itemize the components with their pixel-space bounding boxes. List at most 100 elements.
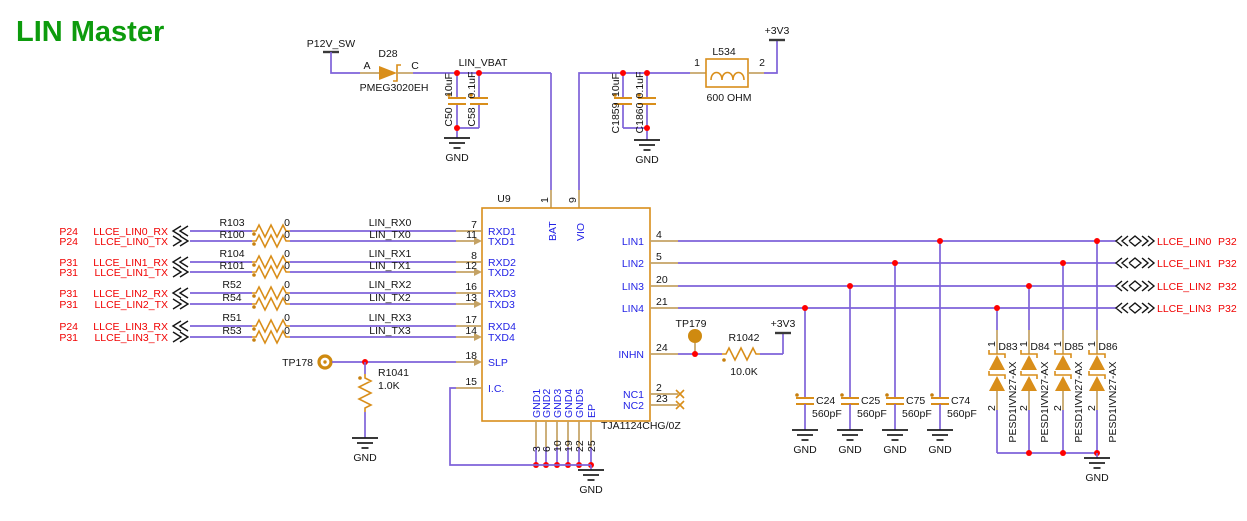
refdes: C24 bbox=[816, 395, 835, 407]
pin-name: BAT bbox=[547, 221, 559, 241]
no-connect-icon bbox=[675, 389, 685, 399]
gnd-label: GND bbox=[353, 452, 377, 464]
lin-row-tx0: P24 LLCE_LIN0_TX R100 0 LIN_TX0 11 bbox=[59, 229, 482, 248]
gnd-label: GND bbox=[883, 444, 907, 456]
lin-row-rx3: P24 LLCE_LIN3_RX R51 0 LIN_RX3 17 bbox=[59, 312, 482, 333]
pin-number: 20 bbox=[656, 274, 668, 286]
net-label: LIN_RX1 bbox=[369, 248, 412, 260]
gnd-symbol bbox=[926, 429, 954, 441]
net-label: LIN_RX2 bbox=[369, 279, 412, 291]
resistor-value: 0 bbox=[284, 260, 290, 272]
net-label: LLCE_LIN2 bbox=[1157, 281, 1211, 293]
pin-name: TXD2 bbox=[488, 267, 515, 279]
cathode-label: C bbox=[411, 60, 419, 72]
page-ref: P24 bbox=[59, 226, 78, 238]
page-title: LIN Master bbox=[16, 16, 164, 48]
slp-network: TP178 18 R1041 1.0K GND bbox=[282, 350, 482, 464]
pin-number: 2 bbox=[656, 382, 662, 394]
pin-name: TXD1 bbox=[488, 236, 515, 248]
net-label: LLCE_LIN3_TX bbox=[94, 332, 168, 344]
pin-number: 3 bbox=[531, 446, 543, 452]
offpage-port-icon bbox=[172, 266, 189, 278]
net-label: LIN_RX0 bbox=[369, 217, 412, 229]
bidir-port-icon bbox=[1115, 257, 1155, 269]
resistor-value: 0 bbox=[284, 325, 290, 337]
bidir-port-icon bbox=[1115, 302, 1155, 314]
net-label: LLCE_LIN3 bbox=[1157, 303, 1211, 315]
pin-number: 1 bbox=[1052, 341, 1064, 347]
gnd-symbol bbox=[881, 429, 909, 441]
gnd-label: GND bbox=[445, 152, 469, 164]
pin-name: TXD4 bbox=[488, 332, 515, 344]
capacitor-icon bbox=[930, 397, 950, 405]
pin-name: NC1 bbox=[623, 389, 644, 401]
pin-number: 1 bbox=[694, 57, 700, 69]
part-number: PESD1IVN27-AX bbox=[1007, 361, 1019, 442]
refdes: C50 bbox=[443, 107, 455, 126]
pin-number: 11 bbox=[466, 229, 477, 241]
tvs-diode-icon bbox=[1088, 349, 1106, 392]
lin-row-rx2: P31 LLCE_LIN2_RX R52 0 LIN_RX2 16 bbox=[59, 279, 482, 300]
gnd-label: GND bbox=[635, 154, 659, 166]
lin-row-rx1: P31 LLCE_LIN1_RX R104 0 LIN_RX1 8 bbox=[59, 248, 482, 269]
pin-number: 9 bbox=[567, 197, 579, 203]
net-label: LLCE_LIN1_RX bbox=[93, 257, 168, 269]
page-ref: P32 bbox=[1218, 258, 1237, 270]
lin-filter-caps: GND C24 560pF GND C25 560pF GND C75 560p… bbox=[791, 238, 977, 456]
net-label: LIN_VBAT bbox=[459, 57, 508, 69]
resistor-value: 0 bbox=[284, 217, 290, 229]
pin-name: LIN1 bbox=[622, 236, 644, 248]
cap-value: 560pF bbox=[902, 408, 932, 420]
part-number: PMEG3020EH bbox=[360, 82, 429, 94]
pin-number: 23 bbox=[656, 393, 668, 405]
pin-number: 8 bbox=[471, 250, 477, 262]
refdes: R1042 bbox=[729, 332, 760, 344]
refdes: TP179 bbox=[676, 318, 707, 330]
gnd-symbol bbox=[1083, 457, 1111, 469]
part-number: PESD1IVN27-AX bbox=[1107, 361, 1119, 442]
page-ref: P32 bbox=[1218, 303, 1237, 315]
part-number: TJA1124CHG/0Z bbox=[601, 420, 681, 432]
pin-name: SLP bbox=[488, 357, 508, 369]
right-ports: LLCE_LIN0 P32 LLCE_LIN1 P32 LLCE_LIN2 P3… bbox=[1115, 235, 1237, 315]
pin-number: 14 bbox=[465, 325, 477, 337]
pin-number: 6 bbox=[541, 446, 553, 452]
pin-number: 15 bbox=[465, 376, 477, 388]
net-label: LLCE_LIN1 bbox=[1157, 258, 1211, 270]
power-net-label: +3V3 bbox=[771, 318, 796, 330]
refdes: R1041 bbox=[378, 367, 409, 379]
resistor-value: 0 bbox=[284, 248, 290, 260]
cap-value: 560pF bbox=[947, 408, 977, 420]
part-number: PESD1IVN27-AX bbox=[1039, 361, 1051, 442]
offpage-port-icon bbox=[172, 320, 189, 332]
refdes: R54 bbox=[222, 292, 241, 304]
pin-number: 12 bbox=[465, 260, 477, 272]
net-label: LLCE_LIN0_RX bbox=[93, 226, 168, 238]
pin-name: GND3 bbox=[552, 389, 564, 418]
tvs-diode-icon bbox=[988, 349, 1006, 392]
vio-power-net: GND 10uF C1859 0.1uF C1860 1 2 L534 600 … bbox=[578, 25, 790, 208]
pin-name: GND2 bbox=[541, 389, 553, 418]
page-ref: P31 bbox=[59, 332, 78, 344]
refdes: D85 bbox=[1064, 341, 1083, 353]
resistor-icon bbox=[721, 347, 761, 361]
refdes: L534 bbox=[712, 46, 736, 58]
resistor-value: 0 bbox=[284, 279, 290, 291]
no-connect-icon bbox=[675, 400, 685, 410]
lin-bus-wires bbox=[678, 240, 1116, 309]
anode-label: A bbox=[363, 60, 370, 72]
net-label: LIN_TX3 bbox=[369, 325, 411, 337]
gnd-label: GND bbox=[579, 484, 603, 496]
offpage-port-icon bbox=[172, 235, 189, 247]
net-label: LLCE_LIN0_TX bbox=[94, 236, 168, 248]
ic-bottom-gnd-pins: GND1 GND2 GND3 GND4 GND5 EP 3 6 10 19 22… bbox=[531, 389, 605, 496]
refdes: R52 bbox=[222, 279, 241, 291]
pin-name: INHN bbox=[618, 349, 644, 361]
pin-number: 24 bbox=[656, 342, 668, 354]
net-label: LLCE_LIN2_RX bbox=[93, 288, 168, 300]
ic-body bbox=[481, 207, 651, 422]
pin-name: NC2 bbox=[623, 400, 644, 412]
page-ref: P24 bbox=[59, 321, 78, 333]
pin-number: 10 bbox=[552, 440, 564, 452]
pin-name: LIN2 bbox=[622, 258, 644, 270]
